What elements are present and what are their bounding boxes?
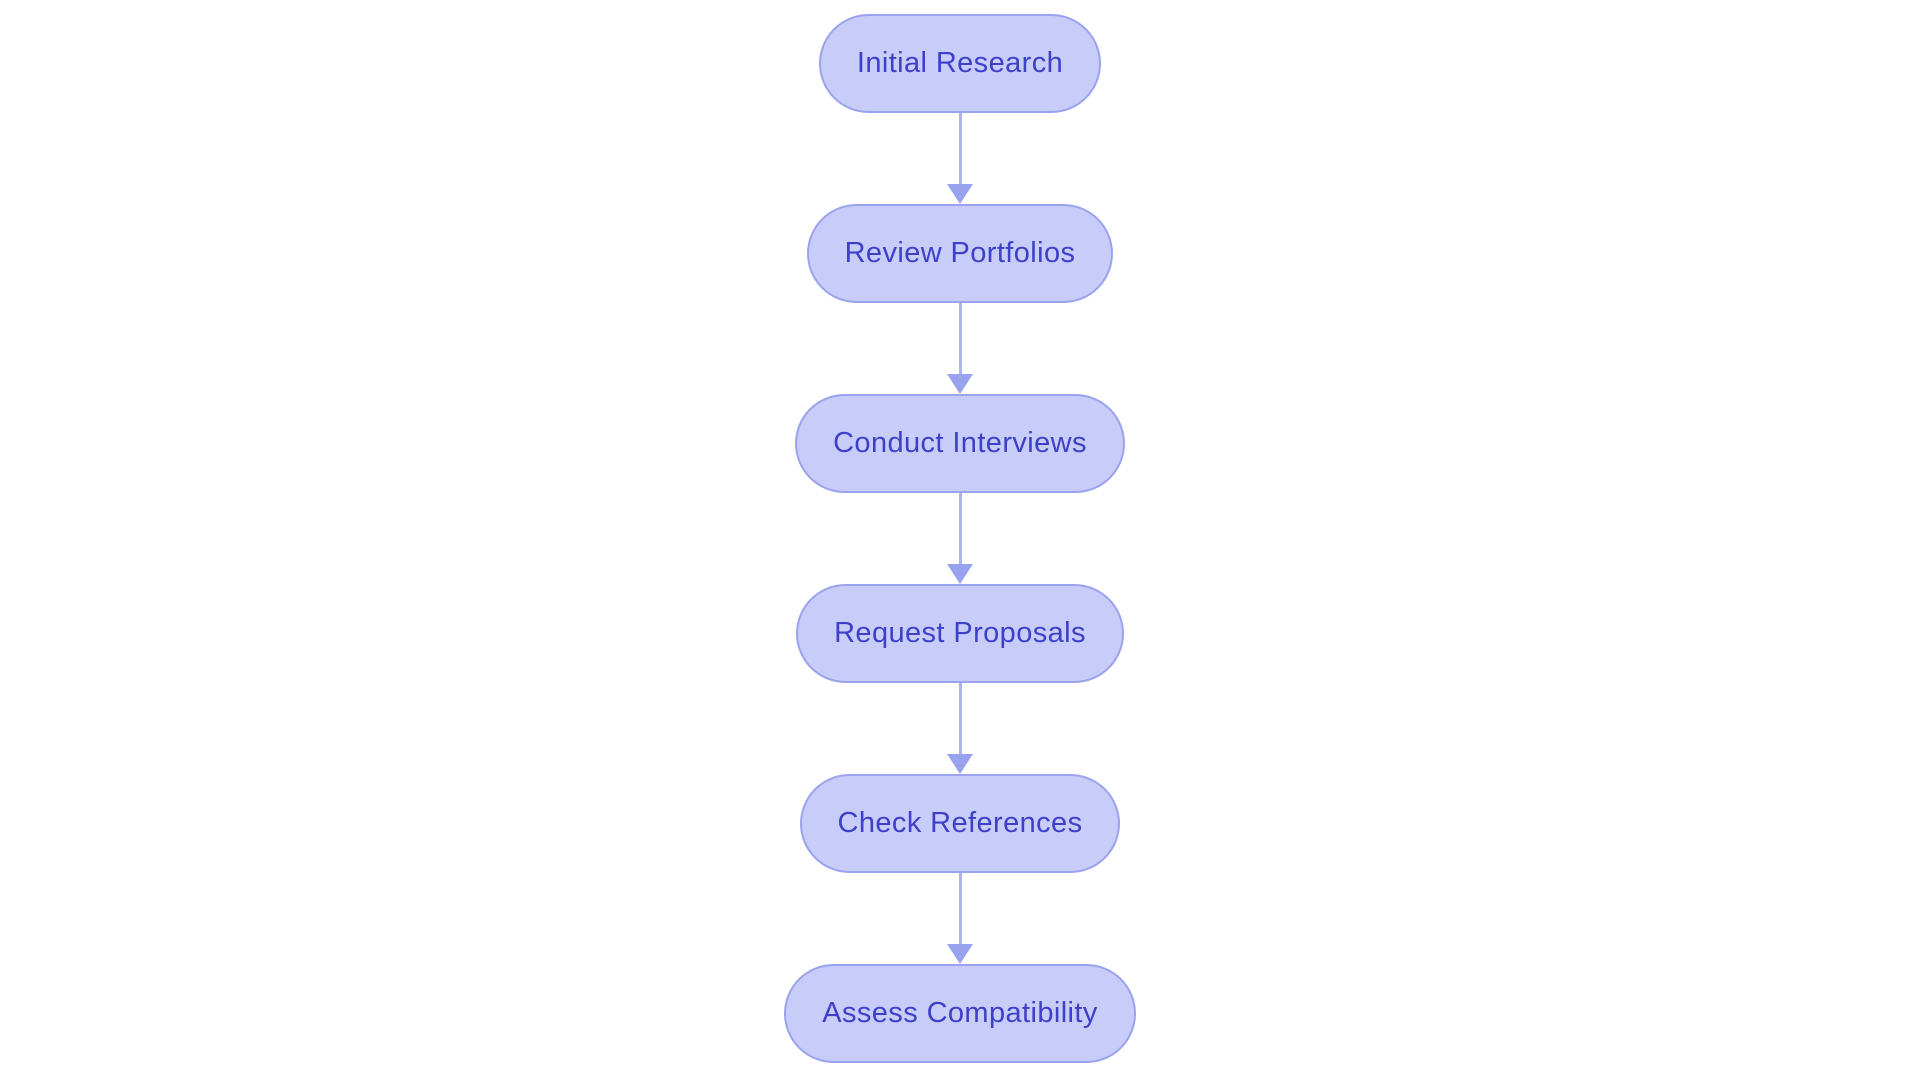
flow-connector	[946, 873, 974, 964]
flowchart-node-request-proposals: Request Proposals	[796, 584, 1124, 683]
connector-line	[958, 683, 962, 755]
arrowhead-down-icon	[947, 944, 973, 964]
node-label: Initial Research	[856, 47, 1064, 79]
node-label: Request Proposals	[834, 617, 1086, 649]
connector-line	[958, 873, 962, 945]
node-label: Check References	[837, 807, 1083, 839]
flowchart-node-assess-compatibility: Assess Compatibility	[784, 964, 1136, 1063]
arrowhead-down-icon	[947, 564, 973, 584]
arrowhead-down-icon	[947, 754, 973, 774]
arrowhead-down-icon	[947, 374, 973, 394]
flow-connector	[946, 113, 974, 204]
node-label: Assess Compatibility	[822, 997, 1098, 1029]
flowchart-node-check-references: Check References	[799, 774, 1121, 873]
flow-connector	[946, 683, 974, 774]
flowchart-node-review-portfolios: Review Portfolios	[806, 204, 1114, 303]
connector-line	[958, 113, 962, 185]
flowchart-node-conduct-interviews: Conduct Interviews	[795, 394, 1125, 493]
flowchart-node-initial-research: Initial Research	[818, 14, 1102, 113]
flow-connector	[946, 303, 974, 394]
connector-line	[958, 493, 962, 565]
node-label: Conduct Interviews	[833, 427, 1087, 459]
arrowhead-down-icon	[947, 184, 973, 204]
connector-line	[958, 303, 962, 375]
flow-connector	[946, 493, 974, 584]
node-label: Review Portfolios	[844, 237, 1076, 269]
